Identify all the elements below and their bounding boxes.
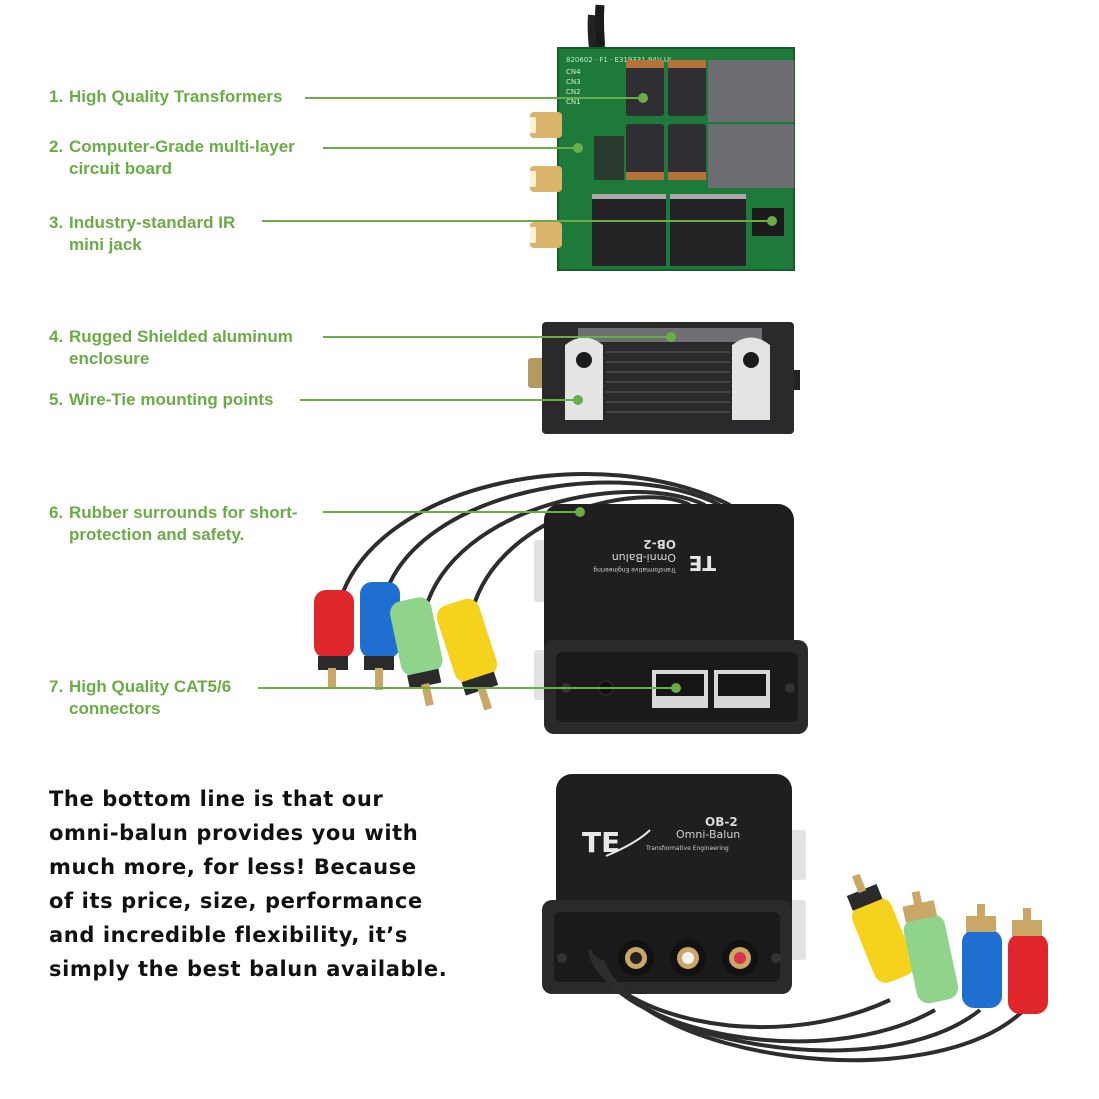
pcb-silkscreen: 820602 · F1 · E319331 94V UL: [566, 56, 673, 64]
callout-text: Rugged Shielded aluminum: [69, 327, 293, 346]
pcb-cn-labels: CN4 CN3 CN2 CN1: [566, 68, 581, 106]
pcb-label: CN1: [566, 98, 581, 106]
callout-4: 4. Rugged Shielded aluminum enclosure: [49, 326, 293, 370]
product-name-label: Omni-Balun: [676, 828, 740, 841]
callout-number: 6.: [49, 503, 64, 522]
leader-line-2: [323, 147, 578, 149]
callout-7: 7. High Quality CAT5/6 connectors: [49, 676, 231, 720]
callout-6: 6. Rubber surrounds for short- protection…: [49, 502, 298, 546]
rca-plug-red: [314, 590, 354, 688]
leader-dot-6: [575, 507, 585, 517]
leader-line-3: [262, 220, 772, 222]
callout-3: 3. Industry-standard IR mini jack: [49, 212, 235, 256]
model-label: OB-2: [705, 815, 738, 829]
rca-plug-green: [902, 890, 959, 1004]
screw: [771, 953, 781, 963]
screw: [785, 683, 795, 693]
maker-label: Transformative Engineering: [645, 845, 729, 852]
pcb-rj45-jack: [708, 60, 794, 122]
rca-jack-audio-right: [722, 940, 758, 976]
callout-number: 7.: [49, 677, 64, 696]
callout-text-cont: protection and safety.: [69, 525, 245, 544]
callout-5: 5. Wire-Tie mounting points: [49, 389, 273, 411]
callout-text-cont: connectors: [69, 699, 161, 718]
leader-dot-7: [671, 683, 681, 693]
screw: [557, 953, 567, 963]
leader-dot-4: [666, 332, 676, 342]
callout-number: 2.: [49, 137, 64, 156]
leader-dot-1: [638, 93, 648, 103]
summary-line: omni-balun provides you with: [49, 821, 419, 845]
callout-number: 1.: [49, 87, 64, 106]
summary-line: The bottom line is that our: [49, 787, 384, 811]
callout-number: 5.: [49, 390, 64, 409]
pcb-label: CN2: [566, 88, 581, 96]
leader-line-5: [300, 399, 578, 401]
callout-number: 3.: [49, 213, 64, 232]
rca-plug-yellow: [436, 598, 499, 711]
device-body: [556, 774, 792, 924]
leader-line-4: [323, 336, 671, 338]
wire-tie-mount-right: [732, 337, 770, 420]
rca-plug-blue: [962, 904, 1002, 1008]
summary-line: and incredible flexibility, it’s: [49, 923, 408, 947]
callout-text: Wire-Tie mounting points: [69, 390, 274, 409]
rca-plug-red: [1008, 908, 1048, 1014]
summary-line: much more, for less! Because: [49, 855, 417, 879]
callout-number: 4.: [49, 327, 64, 346]
rj45-port-2: [714, 670, 770, 708]
callout-text: Rubber surrounds for short-: [69, 503, 298, 522]
callout-text-cont: mini jack: [69, 235, 142, 254]
summary-paragraph: The bottom line is that our omni-balun p…: [49, 782, 519, 986]
te-logo-swoosh: [605, 829, 651, 857]
rca-plug-green: [390, 597, 443, 707]
pcb-rj45-jack: [708, 124, 794, 188]
pcb-label: CN3: [566, 78, 581, 86]
callout-text-cont: enclosure: [69, 349, 150, 368]
model-label: OB-2: [643, 537, 676, 551]
leader-line-1: [305, 97, 643, 99]
side-rca-connector: [528, 358, 546, 388]
leader-dot-2: [573, 143, 583, 153]
summary-line: of its price, size, performance: [49, 889, 423, 913]
rca-plug-blue: [360, 582, 400, 690]
rca-jack-audio-left: [670, 940, 706, 976]
rca-jack-digital-audio: [618, 940, 654, 976]
callout-text: High Quality CAT5/6: [69, 677, 232, 696]
callout-2: 2. Computer-Grade multi-layer circuit boa…: [49, 136, 295, 180]
enclosure-body: [542, 322, 794, 434]
callout-text-cont: circuit board: [69, 159, 172, 178]
te-logo: TE: [582, 826, 620, 859]
callout-1: 1. High Quality Transformers: [49, 86, 283, 108]
rca-plug-yellow: [846, 873, 915, 983]
pcb-rca-jacks: [530, 112, 562, 248]
leader-dot-5: [573, 395, 583, 405]
summary-line: simply the best balun available.: [49, 957, 448, 981]
callout-text: Industry-standard IR: [69, 213, 236, 232]
leader-line-6: [323, 511, 580, 513]
callout-text: Computer-Grade multi-layer: [69, 137, 295, 156]
pcb-label: CN4: [566, 68, 581, 76]
leader-line-7: [258, 687, 676, 689]
transformers: [594, 60, 706, 180]
product-name-label: Omni-Balun: [612, 551, 676, 564]
heat-sink-fins: [606, 351, 730, 413]
maker-label: Transformative Engineering: [593, 566, 677, 573]
cable-bundle: [588, 949, 1026, 1063]
callout-text: High Quality Transformers: [69, 87, 283, 106]
te-logo: TE: [689, 551, 716, 575]
leader-dot-3: [767, 216, 777, 226]
